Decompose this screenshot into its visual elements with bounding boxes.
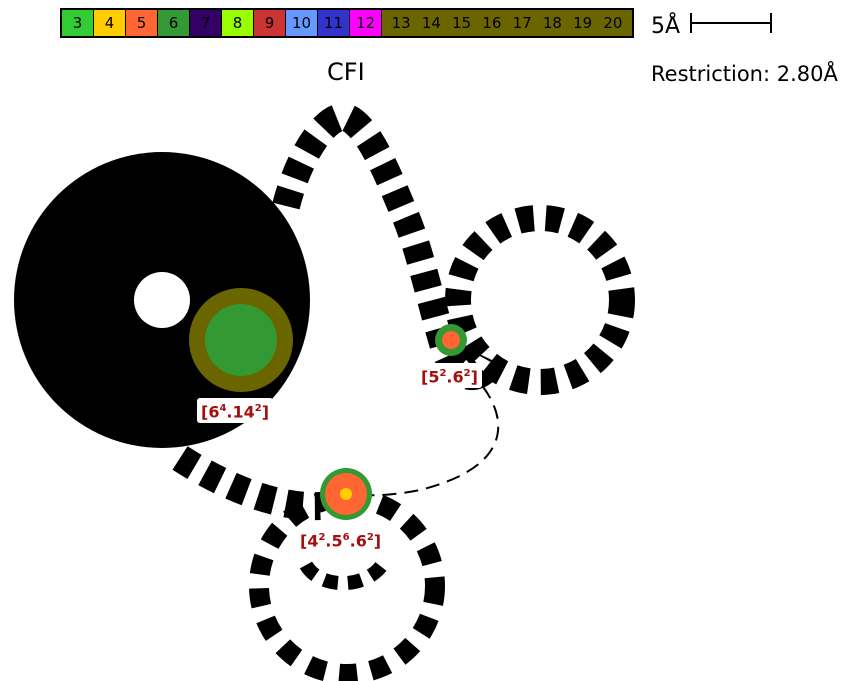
legend-cell-13-20: 13 14 15 16 17 18 19 20 — [382, 10, 632, 36]
legend-cell-4: 4 — [94, 10, 126, 36]
scale-label: 5Å — [651, 14, 681, 39]
legend-label-14: 14 — [421, 14, 441, 32]
legend-cell-6: 6 — [158, 10, 190, 36]
legend-label-18: 18 — [542, 14, 562, 32]
legend-cell-8: 8 — [222, 10, 254, 36]
legend-cell-10: 10 — [286, 10, 318, 36]
legend-cell-7: 7 — [190, 10, 222, 36]
legend-label-13: 13 — [391, 14, 411, 32]
ring-marker-6-14-inner — [205, 304, 277, 376]
ring-label-5-6: [52.62] — [417, 363, 482, 389]
white-hole — [134, 272, 190, 328]
legend-label-19: 19 — [573, 14, 593, 32]
diagram-title: CFI — [327, 58, 365, 86]
ring-marker-5-6-inner — [442, 331, 460, 349]
dashed-inner-arc — [299, 556, 392, 591]
restriction-text: Restriction: 2.80Å — [651, 62, 838, 86]
legend-label-16: 16 — [482, 14, 502, 32]
legend-label-17: 17 — [512, 14, 532, 32]
legend-cell-5: 5 — [126, 10, 158, 36]
legend-cell-3: 3 — [62, 10, 94, 36]
legend-cell-12: 12 — [350, 10, 382, 36]
ring-label-6-14: [64.142] — [197, 398, 274, 424]
scale-bar — [690, 13, 772, 33]
thin-dashed-connector — [364, 369, 500, 497]
ring-label-4-5-6: [42.56.62] — [296, 527, 386, 553]
dashed-ring-right — [445, 205, 635, 395]
legend-label-15: 15 — [452, 14, 472, 32]
dashed-lower-tube — [172, 446, 321, 521]
legend-label-20: 20 — [603, 14, 623, 32]
ring-marker-4-5-6-inner — [340, 488, 352, 500]
legend-cell-9: 9 — [254, 10, 286, 36]
dashed-ring-lower — [249, 488, 445, 681]
legend-cell-11: 11 — [318, 10, 350, 36]
